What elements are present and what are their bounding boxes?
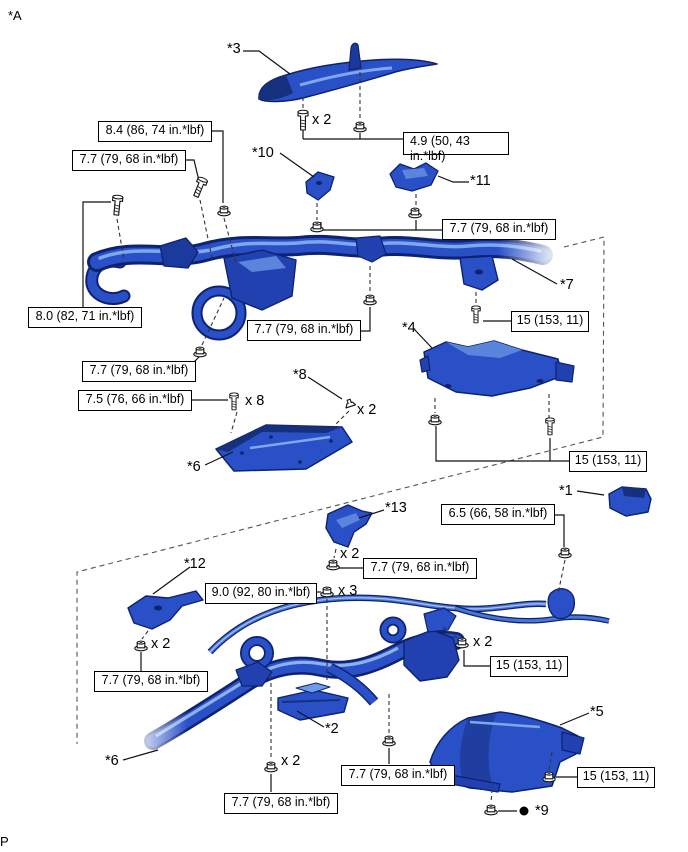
bolt-icon [471, 305, 481, 324]
bolt-icon [229, 392, 239, 411]
flange-nut-icon [264, 761, 278, 773]
flange-nut-icon [382, 735, 396, 747]
part-callout-6a: *6 [187, 459, 201, 475]
part-6-cover-illustration [215, 424, 353, 472]
part-callout-9: *9 [535, 803, 549, 819]
part-7-main-harness-illustration [85, 234, 553, 341]
torque-label-7-7-d: 7.7 (79, 68 in.*lbf) [82, 361, 196, 382]
part-callout-12: *12 [184, 556, 206, 572]
torque-label-15-d: 15 (153, 11) [577, 767, 655, 788]
part-callout-10: *10 [252, 145, 274, 161]
part-callout-11: *11 [470, 173, 491, 189]
part-11-bracket-illustration [389, 162, 439, 192]
part-12-bracket-illustration [127, 590, 204, 630]
torque-label-7-7-a: 7.7 (79, 68 in.*lbf) [72, 150, 186, 171]
part-4-bracket-illustration [419, 340, 575, 397]
floor-harness-illustration [144, 588, 610, 750]
bolt-icon [545, 417, 555, 436]
part-callout-7: *7 [560, 277, 574, 293]
torque-label-7-7-g: 7.7 (79, 68 in.*lbf) [341, 765, 455, 786]
qty-label-x8-cover: x 8 [245, 393, 265, 409]
qty-label-x2-clip: x 2 [357, 402, 377, 418]
flange-nut-icon [558, 547, 572, 559]
part-callout-6b: *6 [105, 753, 119, 769]
flange-nut-icon [484, 804, 498, 816]
part-2-connector-illustration [277, 682, 349, 721]
part-callout-3: *3 [227, 41, 241, 57]
flange-nut-icon [363, 294, 377, 306]
dashed-view-boundary [76, 236, 605, 744]
torque-label-7-7-b: 7.7 (79, 68 in.*lbf) [442, 219, 556, 240]
torque-label-7-7-h: 7.7 (79, 68 in.*lbf) [224, 793, 338, 814]
part-3-shield-illustration [258, 42, 438, 103]
part-callout-5: *5 [590, 704, 604, 720]
part-callout-1: *1 [559, 483, 573, 499]
torque-label-7-7-f: 7.7 (79, 68 in.*lbf) [94, 671, 208, 692]
flange-nut-icon [353, 121, 367, 133]
flange-nut-icon [134, 640, 148, 652]
torque-label-8-4: 8.4 (86, 74 in.*lbf) [98, 121, 212, 142]
torque-label-7-7-e: 7.7 (79, 68 in.*lbf) [363, 558, 477, 579]
flange-nut-icon [542, 771, 556, 783]
page-marker: P [0, 834, 9, 849]
qty-label-x2-floor: x 2 [473, 634, 493, 650]
qty-label-x2-bracket12: x 2 [151, 636, 171, 652]
part-1-protector-illustration [608, 486, 652, 517]
torque-label-15-b: 15 (153, 11) [569, 451, 647, 472]
clip-icon [343, 397, 357, 409]
torque-label-7-7-c: 7.7 (79, 68 in.*lbf) [247, 320, 361, 341]
part-callout-4: *4 [402, 320, 416, 336]
flange-nut-icon [193, 346, 207, 358]
part-10-bracket-illustration [305, 171, 335, 201]
torque-label-6-5: 6.5 (66, 58 in.*lbf) [441, 504, 555, 525]
part-callout-13: *13 [385, 500, 407, 516]
part-callout-2: *2 [325, 721, 339, 737]
part-callout-8: *8 [293, 367, 307, 383]
torque-label-8-0: 8.0 (82, 71 in.*lbf) [28, 307, 142, 328]
flange-nut-icon [326, 559, 340, 571]
flange-nut-icon [408, 207, 422, 219]
torque-label-15-a: 15 (153, 11) [511, 311, 589, 332]
non-reusable-marker-icon [519, 806, 529, 816]
qty-label-x2-bottom: x 2 [281, 753, 301, 769]
bolt-icon [190, 175, 209, 199]
qty-label-x3-harness: x 3 [338, 583, 358, 599]
qty-label-x2-bracket13: x 2 [340, 546, 360, 562]
torque-label-15-c: 15 (153, 11) [490, 656, 568, 677]
dashed-leader-lines [116, 58, 566, 804]
qty-label-x2-shield: x 2 [312, 112, 332, 128]
part-13-bracket-illustration [325, 504, 373, 548]
flange-nut-icon [217, 205, 231, 217]
flange-nut-icon [310, 221, 324, 233]
fastener-icons [110, 109, 572, 816]
torque-label-4-9: 4.9 (50, 43 in.*lbf) [403, 132, 509, 163]
bolt-icon [297, 109, 309, 131]
bolt-icon [110, 194, 124, 216]
flange-nut-icon [320, 586, 334, 598]
flange-nut-icon [455, 637, 469, 649]
view-label: *A [8, 8, 22, 23]
torque-label-7-5: 7.5 (76, 66 in.*lbf) [78, 390, 192, 411]
flange-nut-icon [428, 414, 442, 426]
harness-fade-left [120, 690, 188, 772]
torque-label-9-0: 9.0 (92, 80 in.*lbf) [205, 583, 317, 604]
